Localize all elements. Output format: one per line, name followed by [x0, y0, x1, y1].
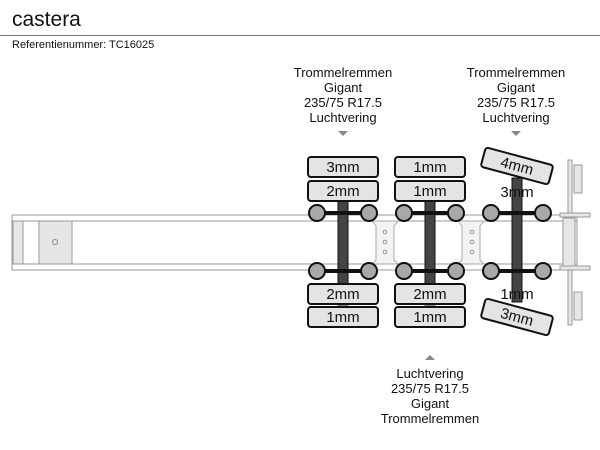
- tread-depth: 1mm: [413, 159, 446, 176]
- brake-type: Trommelremmen: [293, 65, 393, 80]
- tread-depth: 1mm: [413, 183, 446, 200]
- tire-bottom-inner[interactable]: [307, 283, 379, 305]
- axle-1: 3mm 2mm 2mm 1mm: [307, 156, 379, 328]
- hub: [395, 204, 413, 222]
- chassis-frame: [11, 214, 578, 271]
- rear-plate: [38, 220, 73, 265]
- axle-2-spec-label: Luchtvering 235/75 R17.5 Gigant Trommelr…: [360, 355, 500, 426]
- tread-depth: 1mm: [413, 309, 446, 326]
- light-icon: [52, 239, 58, 245]
- suspension-type: Luchtvering: [482, 110, 550, 125]
- hub: [482, 262, 500, 280]
- hub: [482, 204, 500, 222]
- hub: [534, 262, 552, 280]
- axle-brand: Gigant: [496, 80, 536, 95]
- tread-depth: 3mm: [326, 159, 359, 176]
- tread-depth-inner-bottom: 1mm: [500, 286, 533, 303]
- tire-bottom-outer[interactable]: [480, 297, 554, 337]
- suspension-type: Luchtvering: [309, 110, 377, 125]
- tire-bottom-outer[interactable]: [307, 306, 379, 328]
- axle-2: 1mm 1mm 2mm 1mm: [394, 156, 466, 328]
- tire-top-outer[interactable]: [480, 146, 554, 186]
- axle-connector: [370, 220, 486, 265]
- tread-depth: 1mm: [326, 309, 359, 326]
- front-coupling: [559, 159, 591, 326]
- brake-type: Trommelremmen: [380, 411, 480, 426]
- tire-top-inner[interactable]: [307, 180, 379, 202]
- hub: [308, 204, 326, 222]
- hub: [447, 262, 465, 280]
- reference-number: Referentienummer: TC16025: [12, 39, 155, 51]
- axle-1-spec-label: Trommelremmen Gigant 235/75 R17.5 Luchtv…: [273, 65, 413, 136]
- tread-depth: 4mm: [499, 154, 536, 179]
- tire-bottom-outer[interactable]: [394, 306, 466, 328]
- hub: [534, 204, 552, 222]
- arrow-down-icon: [338, 131, 348, 136]
- suspension-type: Luchtvering: [396, 366, 464, 381]
- tire-bottom-inner[interactable]: [394, 283, 466, 305]
- page-title: castera: [12, 8, 81, 31]
- tread-depth-inner-top: 3mm: [500, 184, 533, 201]
- tire-size: 235/75 R17.5: [390, 381, 470, 396]
- arrow-up-icon: [425, 355, 435, 360]
- tire-top-outer[interactable]: [307, 156, 379, 178]
- tread-depth: 2mm: [413, 286, 446, 303]
- axle-3: 4mm 3mm 1mm 3mm: [480, 146, 554, 337]
- tire-size: 235/75 R17.5: [303, 95, 383, 110]
- hub: [360, 262, 378, 280]
- rear-bumper: [12, 220, 24, 265]
- axle-brand: Gigant: [323, 80, 363, 95]
- tire-top-outer[interactable]: [394, 156, 466, 178]
- tread-depth: 3mm: [499, 305, 536, 330]
- hub: [308, 262, 326, 280]
- hub: [360, 204, 378, 222]
- header-divider: [0, 35, 600, 36]
- tire-size: 235/75 R17.5: [476, 95, 556, 110]
- hub: [447, 204, 465, 222]
- tread-depth: 2mm: [326, 183, 359, 200]
- axle-brand: Gigant: [410, 396, 450, 411]
- brake-type: Trommelremmen: [466, 65, 566, 80]
- hub: [395, 262, 413, 280]
- tread-depth: 2mm: [326, 286, 359, 303]
- tire-top-inner[interactable]: [394, 180, 466, 202]
- arrow-down-icon: [511, 131, 521, 136]
- axle-3-spec-label: Trommelremmen Gigant 235/75 R17.5 Luchtv…: [446, 65, 586, 136]
- bolt-holes: [382, 229, 475, 255]
